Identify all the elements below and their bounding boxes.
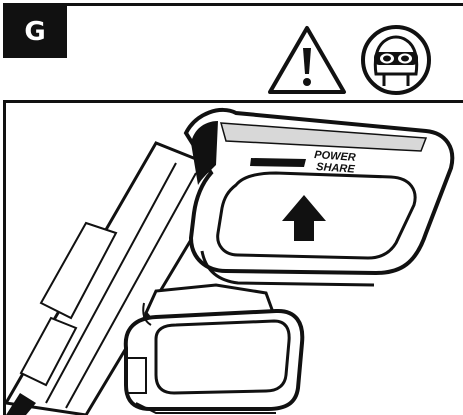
brand-logo-line1: POWER: [314, 149, 356, 164]
tool-shaft: [6, 141, 234, 415]
tool-head: POWER SHARE: [183, 107, 455, 287]
trimmer-battery-drawing: POWER SHARE: [6, 107, 455, 415]
battery-pack: [123, 283, 305, 414]
warning-triangle-icon: [268, 26, 346, 94]
arrow-up-icon: [282, 195, 326, 241]
tool-illustration: POWER SHARE: [3, 103, 463, 415]
safety-goggles-icon: [361, 25, 431, 95]
instruction-header: G: [3, 3, 463, 103]
step-letter-badge: G: [3, 6, 67, 58]
brand-logo-line2: SHARE: [316, 161, 356, 176]
